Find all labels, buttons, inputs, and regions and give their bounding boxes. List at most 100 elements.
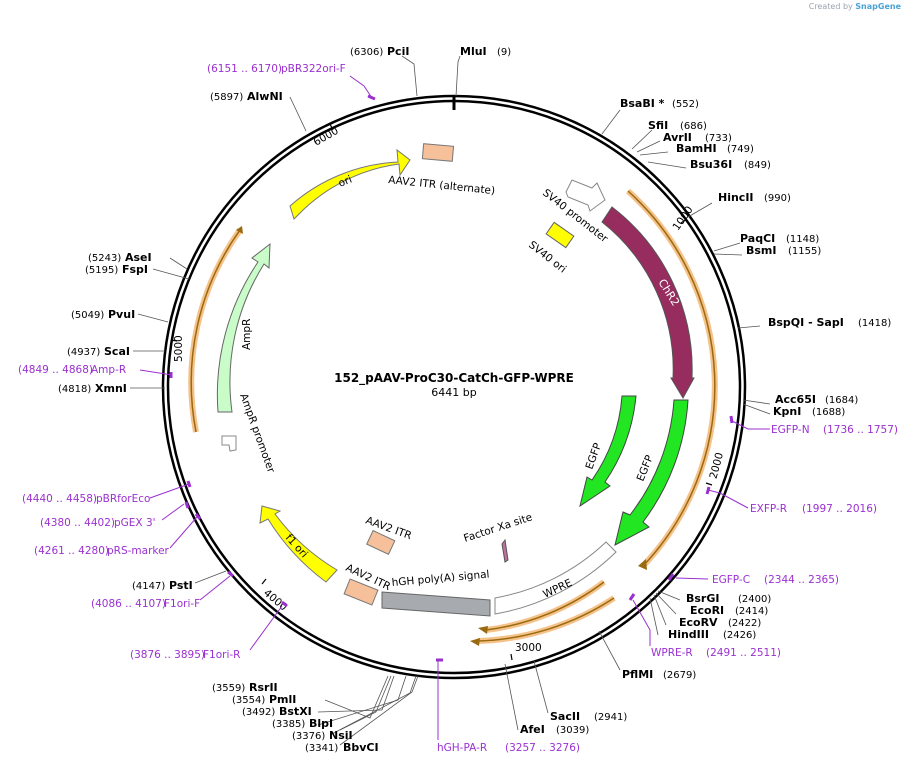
site-name: PciI	[387, 45, 409, 58]
tick-label-2000: 2000	[708, 451, 727, 480]
site-pos: (3341)	[305, 743, 338, 754]
factor-xa-feature	[501, 538, 509, 563]
site-pos: (3554)	[232, 695, 265, 706]
hgh-polya-label: hGH poly(A) signal	[391, 568, 490, 588]
site-pos: (1684)	[825, 395, 858, 406]
hgh-polya-feature	[381, 591, 491, 617]
site-name: PstI	[169, 579, 193, 592]
site-pos: (2679)	[663, 670, 696, 681]
orf-arrowheads	[236, 226, 647, 646]
site-name: AfeI	[520, 723, 545, 736]
site-pos: (749)	[727, 144, 754, 155]
site-pos: (3492)	[242, 707, 275, 718]
site-name: BsaBI *	[620, 97, 665, 110]
site-name: XmnI	[95, 382, 127, 395]
primer-name: pBRforEco	[96, 493, 150, 505]
primer-labels: (6151 .. 6170) pBR322ori-F EGFP-N (1736 …	[18, 63, 898, 754]
site-pos: (3559)	[212, 683, 245, 694]
ori-feature	[289, 148, 411, 220]
primer-range: (2344 .. 2365)	[764, 574, 839, 586]
site-name: BsrGI	[686, 592, 719, 605]
site-pos: (733)	[705, 133, 732, 144]
site-pos: (2941)	[594, 712, 627, 723]
primer-name: pBR322ori-F	[281, 63, 346, 75]
tick-label-6000: 6000	[312, 125, 341, 149]
site-pos: (5195)	[85, 265, 118, 276]
site-pos: (3385)	[272, 719, 305, 730]
primer-name: pRS-marker	[107, 545, 170, 557]
site-name: PaqCI	[740, 232, 775, 245]
site-pos: (6306)	[350, 47, 383, 58]
site-pos: (2422)	[728, 618, 761, 629]
site-pos: (2426)	[723, 630, 756, 641]
orf-arcs	[188, 188, 718, 644]
primer-range: (4261 .. 4280)	[34, 545, 109, 557]
primer-name: pGEX 3'	[114, 517, 156, 529]
site-name: ScaI	[104, 345, 130, 358]
plasmid-size: 6441 bp	[431, 386, 476, 399]
primer-range: (4086 .. 4107)	[91, 598, 166, 610]
site-name: SfiI	[648, 119, 668, 132]
site-leaders	[130, 55, 771, 746]
orf-arc-left-core	[190, 229, 241, 433]
site-pos: (2400)	[738, 594, 771, 605]
egfp-outer-feature	[614, 399, 689, 546]
primer-name: Amp-R	[91, 364, 126, 376]
site-name: BamHI	[676, 142, 717, 155]
primer-range: (2491 .. 2511)	[706, 647, 781, 659]
site-pos: (3376)	[292, 731, 325, 742]
ori-label: ori	[337, 174, 354, 190]
site-name: AvrII	[663, 131, 692, 144]
site-pos: (2414)	[735, 606, 768, 617]
site-pos: (849)	[744, 160, 771, 171]
site-name: BbvCI	[343, 741, 379, 754]
snapgene-credit: Created by SnapGene	[809, 2, 901, 11]
itr-inner-feature	[366, 529, 396, 555]
site-name: SacII	[550, 710, 580, 723]
plasmid-name: 152_pAAV-ProC30-CatCh-GFP-WPRE	[334, 371, 574, 386]
site-pos: (5897)	[210, 92, 243, 103]
tick-marks	[170, 123, 713, 661]
itr-outer-feature	[343, 578, 379, 606]
primer-range: (6151 .. 6170)	[207, 63, 282, 75]
site-pos: (686)	[680, 121, 707, 132]
site-labels: (6306) PciI MluI (9) BsaBI * (552) SfiI …	[58, 45, 891, 754]
site-name: AlwNI	[247, 90, 283, 103]
wpre-feature	[494, 541, 617, 615]
site-name: Acc65I	[775, 393, 816, 406]
site-pos: (1688)	[812, 407, 845, 418]
site-name: RsrII	[249, 681, 278, 694]
site-pos: (4818)	[58, 384, 91, 395]
site-pos: (5243)	[88, 253, 121, 264]
site-name: PvuI	[108, 308, 135, 321]
primer-name: F1ori-R	[203, 649, 240, 661]
ampr-promoter-feature	[221, 435, 237, 452]
itr-alternate-label: AAV2 ITR (alternate)	[388, 174, 496, 197]
site-name: EcoRI	[690, 604, 724, 617]
site-name: KpnI	[773, 405, 801, 418]
egfp-inner-feature	[579, 395, 637, 508]
site-name: BlpI	[309, 717, 333, 730]
site-name: EcoRV	[679, 616, 718, 629]
site-pos: (552)	[672, 99, 699, 110]
site-name: AseI	[125, 251, 152, 264]
primer-name: EGFP-C	[712, 574, 750, 586]
f1ori-feature	[259, 505, 338, 583]
primer-range: (4380 .. 4402)	[40, 517, 115, 529]
site-name: NsiI	[329, 729, 353, 742]
tick-label-5000: 5000	[173, 335, 185, 362]
chr2-feature	[601, 206, 695, 400]
primer-marks	[169, 94, 734, 662]
primer-name: EGFP-N	[771, 424, 810, 436]
site-pos: (3039)	[556, 725, 589, 736]
factor-xa-label: Factor Xa site	[462, 511, 534, 544]
site-pos: (1155)	[788, 246, 821, 257]
primer-range: (3876 .. 3895)	[130, 649, 205, 661]
site-name: BstXI	[279, 705, 312, 718]
primer-range: (4440 .. 4458)	[22, 493, 97, 505]
credit-brand: SnapGene	[855, 2, 901, 11]
orf-arc-bottom-inner-core	[477, 597, 615, 642]
site-pos: (1418)	[858, 318, 891, 329]
itr-alternate-feature	[421, 143, 455, 162]
